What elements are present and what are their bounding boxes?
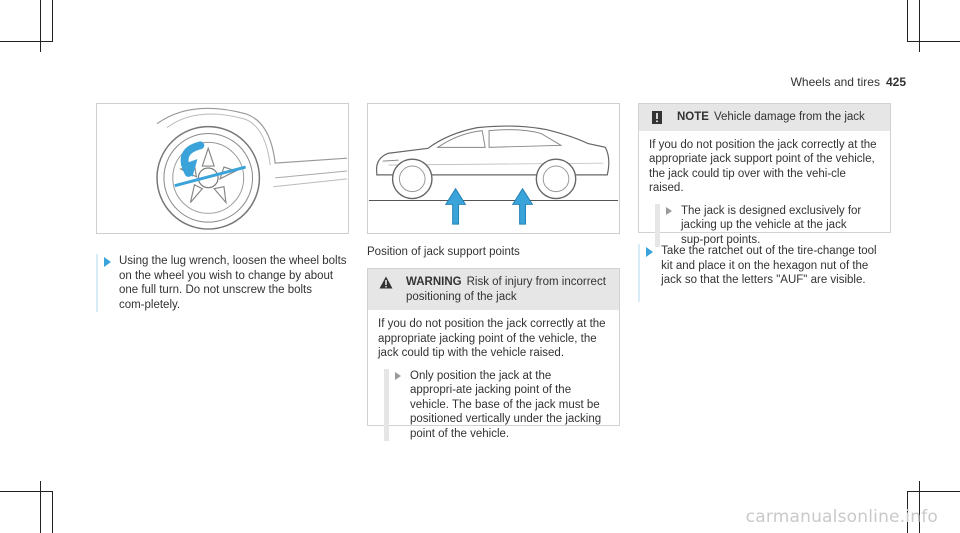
figure-jack-points <box>367 103 620 234</box>
warning-step: Only position the jack at the appropri‑a… <box>384 368 609 441</box>
sub-step-bar <box>655 203 660 247</box>
play-arrow-icon <box>395 371 401 380</box>
note-body: If you do not position the jack correctl… <box>639 131 890 256</box>
step-text: Using the lug wrench, loosen the wheel b… <box>118 255 347 311</box>
exclamation-icon <box>649 110 665 125</box>
step-bar <box>96 254 98 312</box>
crop-mark <box>52 0 53 42</box>
instruction-step: Using the lug wrench, loosen the wheel b… <box>96 254 349 312</box>
note-heading: NOTE Vehicle damage from the jack <box>677 110 865 125</box>
warning-title: Risk of injury from incorrect positionin… <box>406 276 606 303</box>
note-step-text: The jack is designed exclusively for jac… <box>681 204 862 246</box>
crop-mark <box>908 41 960 42</box>
warning-triangle-icon <box>378 275 394 304</box>
page-header: Wheels and tires 425 <box>791 75 906 89</box>
note-box: NOTE Vehicle damage from the jack If you … <box>638 103 891 247</box>
car-side-illustration <box>368 125 619 225</box>
page-number: 425 <box>885 75 906 89</box>
step-bar <box>638 244 641 302</box>
crop-mark <box>907 491 908 533</box>
crop-mark <box>0 491 52 492</box>
watermark: carmanualsonline.info <box>745 507 938 527</box>
play-arrow-icon <box>646 247 654 257</box>
crop-mark <box>40 481 41 533</box>
figure-lug-wrench <box>96 103 349 234</box>
section-title: Wheels and tires <box>790 75 880 89</box>
play-arrow-icon <box>103 257 111 267</box>
sub-step-bar <box>384 368 389 441</box>
crop-mark <box>919 481 920 533</box>
warning-label: WARNING <box>406 276 462 288</box>
crop-mark <box>0 41 52 42</box>
lug-wrench-illustration <box>156 107 348 230</box>
warning-step-text: Only position the jack at the appropri‑a… <box>410 369 602 440</box>
note-header: NOTE Vehicle damage from the jack <box>639 104 890 131</box>
crop-mark <box>40 0 41 52</box>
crop-mark <box>52 491 53 533</box>
crop-mark <box>907 0 908 42</box>
instruction-step: Take the ratchet out of the tire-change … <box>638 244 891 302</box>
play-arrow-icon <box>666 206 672 215</box>
note-label: NOTE <box>677 111 709 123</box>
note-title: Vehicle damage from the jack <box>713 111 865 123</box>
warning-body: If you do not position the jack correctl… <box>368 310 619 449</box>
crop-mark <box>908 491 960 492</box>
note-step: The jack is designed exclusively for jac… <box>655 203 880 247</box>
figure-caption: Position of jack support points <box>367 246 520 258</box>
warning-text: If you do not position the jack correctl… <box>378 318 606 359</box>
crop-mark <box>919 0 920 52</box>
step-text: Take the ratchet out of the tire-change … <box>661 245 877 286</box>
note-text: If you do not position the jack correctl… <box>649 138 877 195</box>
